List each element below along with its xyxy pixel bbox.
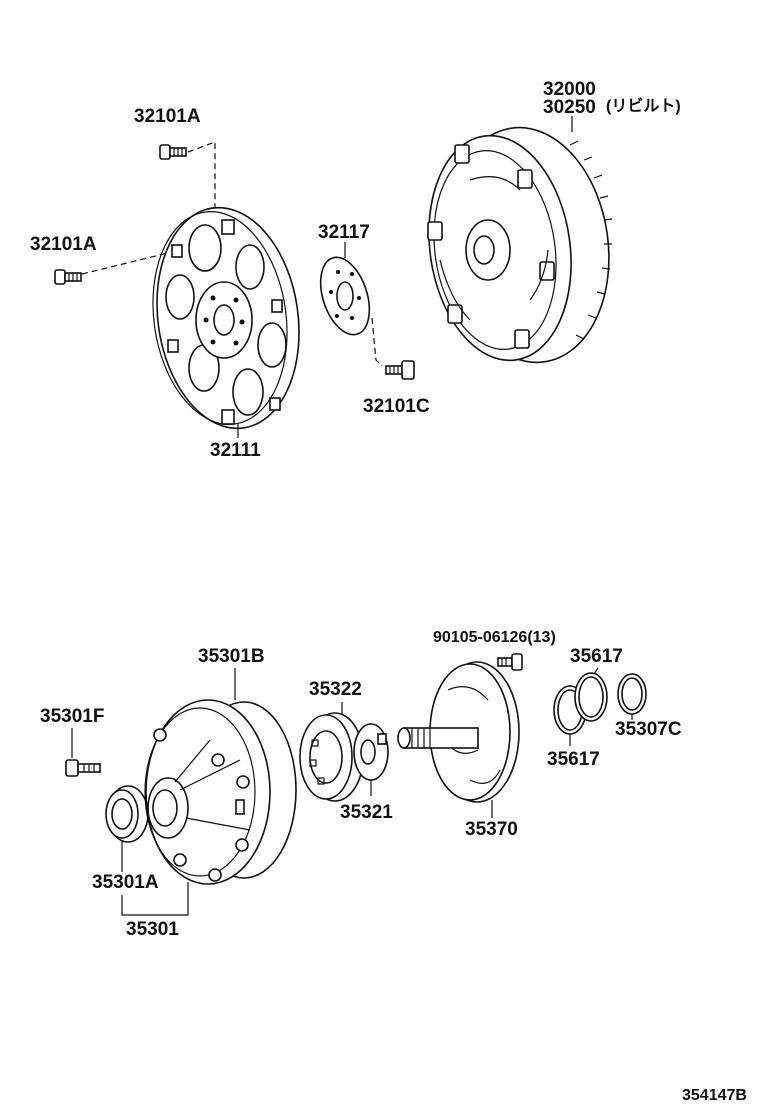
bolt-32101A-top[interactable]	[159, 144, 187, 160]
bolt-90105-06126[interactable]	[497, 653, 523, 671]
label-35321: 35321	[340, 802, 393, 823]
label-90105-06126: 90105-06126(13)	[433, 629, 556, 646]
spacer-32117[interactable]	[312, 251, 379, 341]
label-35617-b: 35617	[570, 646, 623, 667]
oil-seal-35301A[interactable]	[105, 785, 149, 843]
stator-shaft-35370[interactable]	[397, 661, 520, 803]
pump-body-35301B[interactable]	[144, 699, 297, 885]
label-35307C: 35307C	[615, 719, 682, 740]
drive-gear-35321[interactable]	[353, 723, 389, 781]
bolt-32101C[interactable]	[385, 360, 415, 380]
label-32117: 32117	[318, 222, 370, 243]
label-32101A-top: 32101A	[134, 106, 201, 127]
label-35301A: 35301A	[92, 872, 159, 893]
label-35301F: 35301F	[40, 706, 104, 727]
label-32000: 32000	[543, 79, 596, 100]
label-30250: 30250	[543, 97, 596, 118]
driven-gear-35322[interactable]	[299, 712, 364, 802]
label-35617-a: 35617	[547, 749, 600, 770]
torque-converter-32000[interactable]	[415, 117, 624, 373]
seal-ring-35307C[interactable]	[617, 673, 647, 715]
label-32111: 32111	[210, 440, 261, 461]
label-35322: 35322	[309, 679, 362, 700]
diagram-id: 354147B	[682, 1087, 747, 1104]
label-32101A-left: 32101A	[30, 234, 97, 255]
seal-ring-35617-b[interactable]	[574, 672, 608, 722]
bolt-32101A-left[interactable]	[54, 269, 82, 285]
label-35301: 35301	[126, 919, 179, 940]
drive-plate-32111[interactable]	[140, 198, 313, 437]
bolt-35301F[interactable]	[65, 759, 101, 777]
label-35301B: 35301B	[198, 646, 265, 667]
label-35370: 35370	[465, 819, 518, 840]
label-32101C: 32101C	[363, 396, 430, 417]
label-rebuilt-note: (リビルト)	[606, 97, 681, 115]
